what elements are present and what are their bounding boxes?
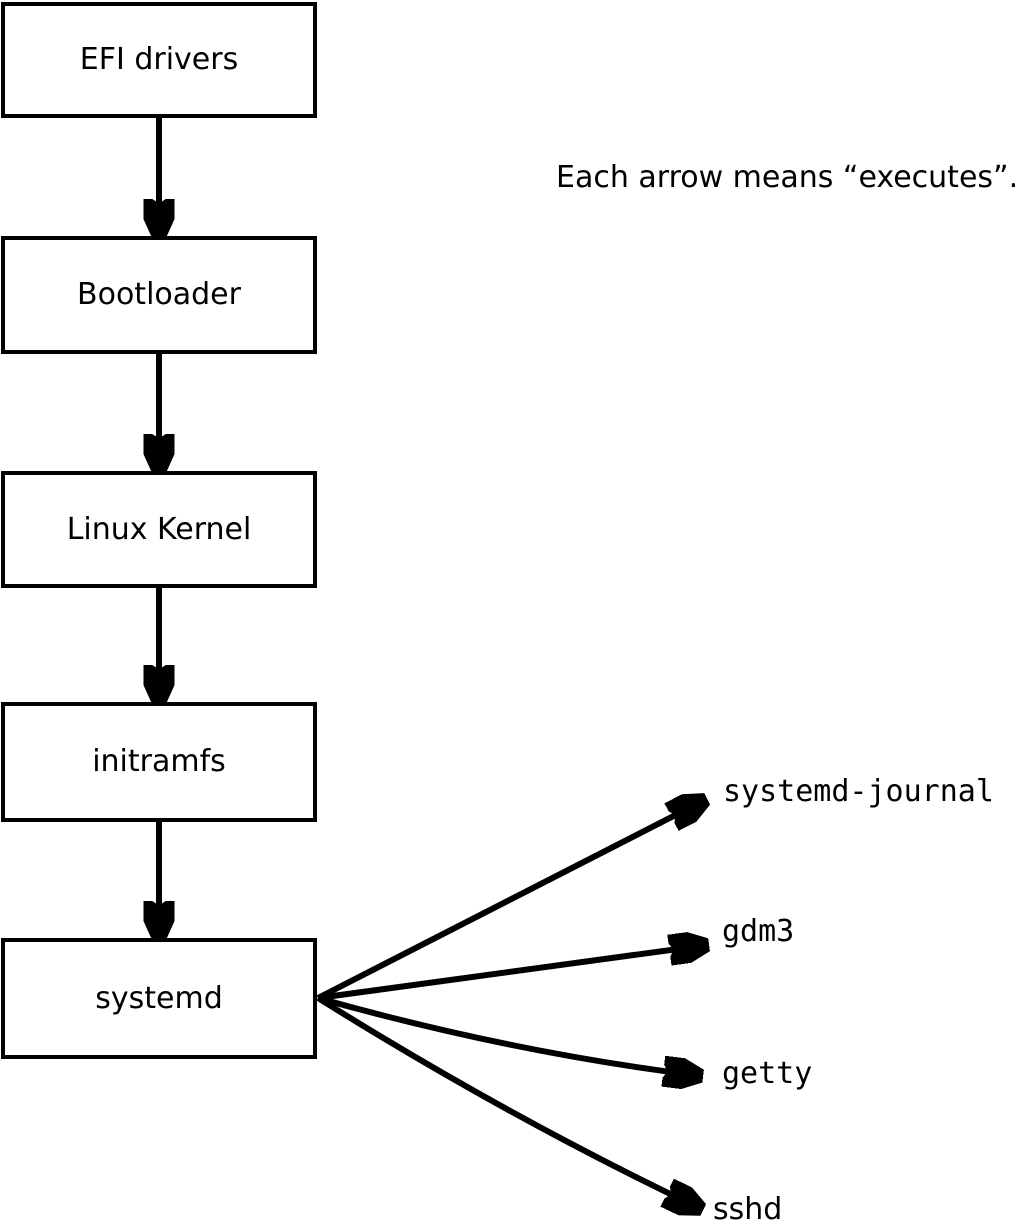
box-systemd: systemd [1, 938, 317, 1059]
box-initramfs: initramfs [1, 702, 317, 822]
box-systemd-label: systemd [95, 980, 223, 1016]
box-bootloader-label: Bootloader [77, 277, 241, 312]
box-linux-kernel: Linux Kernel [1, 471, 317, 588]
diagram-caption: Each arrow means “executes”. [556, 160, 1019, 195]
label-gdm3: gdm3 [722, 914, 795, 949]
arrow-systemd-to-journal [316, 803, 699, 1001]
label-sshd: sshd [713, 1192, 783, 1227]
box-linux-kernel-label: Linux Kernel [66, 511, 252, 547]
label-systemd-journal: systemd-journal [723, 774, 994, 809]
box-initramfs-label: initramfs [92, 744, 226, 779]
arrow-systemd-to-gdm3 [317, 946, 700, 1001]
box-bootloader: Bootloader [1, 236, 317, 354]
box-efi-drivers: EFI drivers [1, 2, 317, 118]
arrow-systemd-to-sshd [316, 995, 695, 1206]
label-getty: getty [722, 1056, 813, 1091]
arrow-systemd-to-getty [317, 995, 694, 1075]
box-efi-drivers-label: EFI drivers [79, 42, 239, 77]
